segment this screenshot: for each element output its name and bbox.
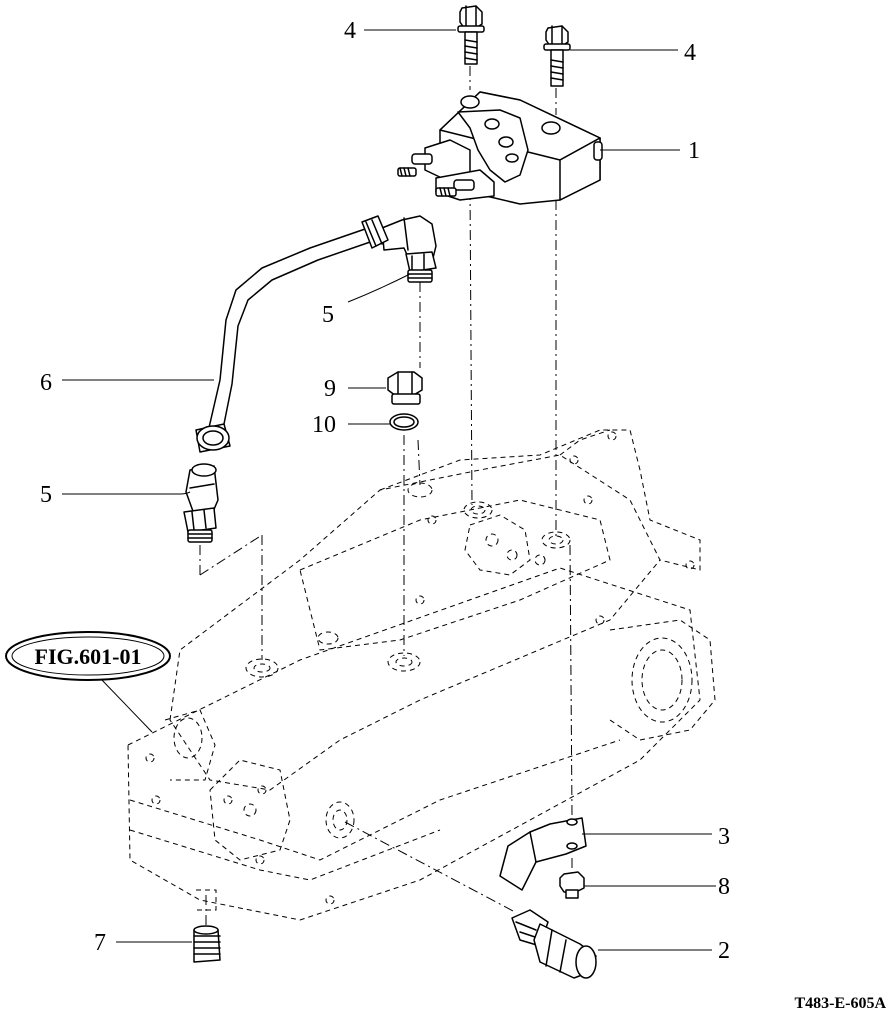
hydraulic-pipe-6	[195, 215, 389, 453]
figure-reference-label: FIG.601-01	[35, 644, 142, 669]
bolt-8	[559, 871, 585, 899]
plug-9	[387, 371, 423, 405]
leader-lines	[62, 29, 716, 951]
callout-3: 3	[718, 824, 730, 850]
bolt-4-left	[457, 5, 485, 65]
figure-reference-link[interactable]: FIG.601-01	[5, 631, 171, 681]
o-ring-10	[389, 413, 419, 431]
elbow-fitting-5-lower	[183, 463, 219, 543]
callout-6: 6	[40, 370, 52, 396]
callout-2: 2	[718, 938, 730, 964]
callout-7: 7	[94, 930, 106, 956]
control-valve-block	[397, 91, 603, 205]
sensor-fitting-2	[511, 909, 597, 979]
bolt-4-right	[543, 25, 571, 87]
callout-5-lower: 5	[40, 482, 52, 508]
transmission-housing-phantom	[127, 429, 716, 921]
bracket-3	[499, 817, 587, 891]
callout-4-left: 4	[344, 18, 356, 44]
document-id: T483-E-605A	[794, 995, 886, 1012]
callout-labels: 4 4 1 5 6 9 10 5 3 8 7 2	[40, 18, 730, 964]
drain-plug-7	[193, 925, 221, 963]
callout-8: 8	[718, 874, 730, 900]
callout-4-right: 4	[684, 40, 696, 66]
callout-10: 10	[312, 412, 336, 438]
callout-9: 9	[324, 376, 336, 402]
elbow-fitting-5-upper	[381, 215, 437, 283]
assembly-center-lines	[199, 66, 573, 925]
callout-5-upper: 5	[322, 302, 334, 328]
callout-1: 1	[688, 138, 700, 164]
